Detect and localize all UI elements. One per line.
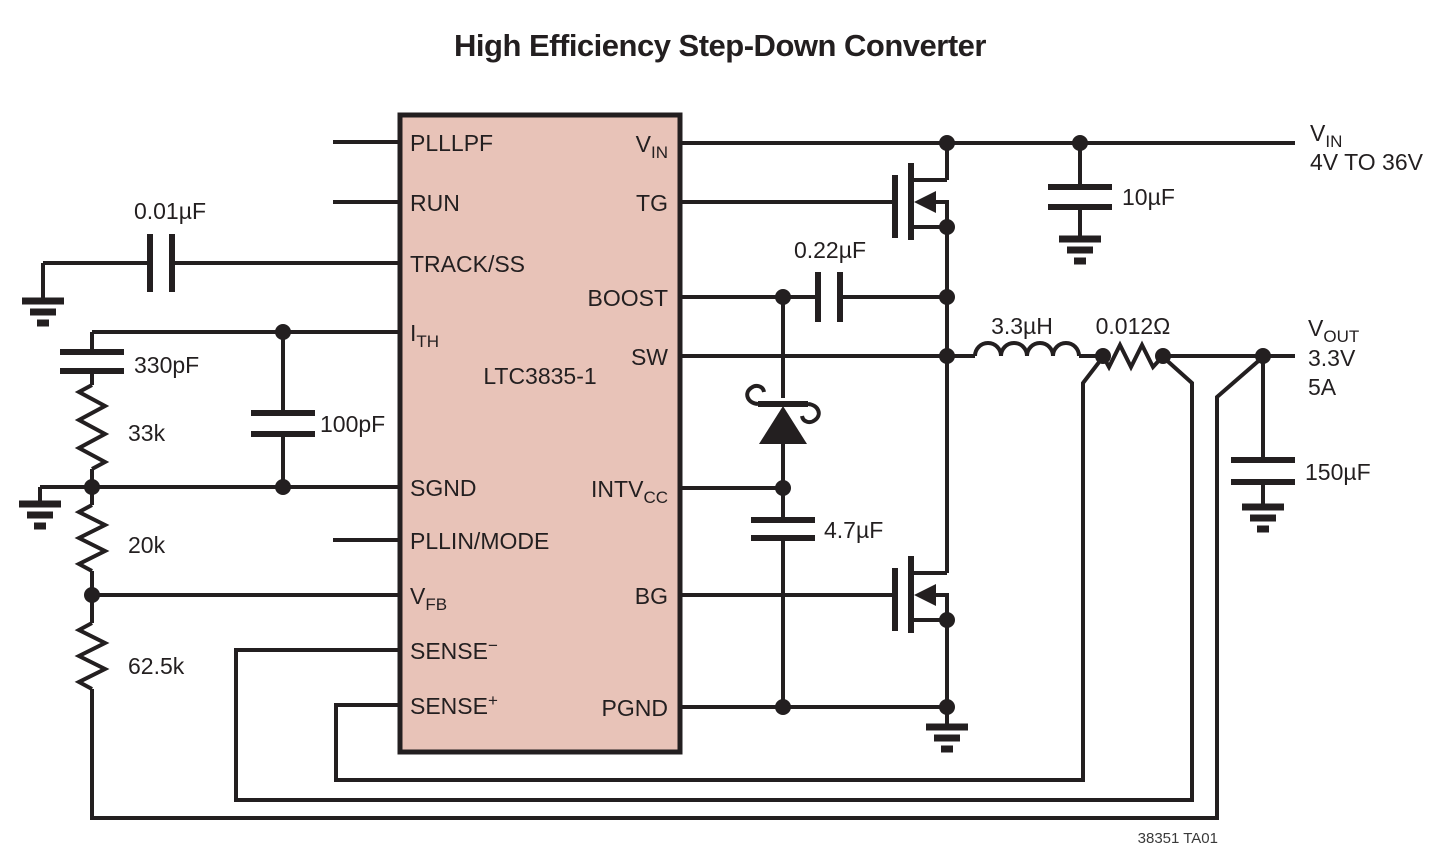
top-mosfet [892,163,936,240]
schottky-diode [745,383,821,444]
wire-sense-plus-route [334,355,1105,782]
pin-label-pllin-mode: PLLIN/MODE [410,528,549,554]
label-out-cap: 150µF [1305,459,1371,485]
ic-body [397,112,683,755]
label-fb-res-upper: 62.5k [128,653,185,679]
ic-part-number: LTC3835-1 [483,363,596,389]
pin-label-ith: ITH [410,320,439,351]
page-title: High Efficiency Step-Down Converter [454,28,986,63]
trackss-capacitor [147,234,175,292]
ground-vin-cap [1059,235,1101,265]
pin-label-bg: BG [635,583,668,609]
svg-text:3.3V: 3.3V [1308,345,1356,371]
wire-pgnd [680,705,949,725]
component-symbols [19,163,1295,753]
label-trackss-cap: 0.01µF [134,198,206,224]
pin-label-track-ss: TRACK/SS [410,251,525,277]
label-ith-cap2: 100pF [320,411,385,437]
svg-text:VOUT: VOUT [1308,315,1359,346]
svg-text:5A: 5A [1308,374,1337,400]
wire-q2-leads [911,356,949,707]
bottom-mosfet [892,556,936,633]
intvcc-capacitor [751,517,815,541]
label-vin-cap: 10µF [1122,184,1175,210]
out-capacitor [1231,457,1295,485]
pin-label-sense-minus: SENSE− [410,636,498,664]
pin-label-vin: VIN [636,131,668,162]
pin-label-intvcc: INTVCC [591,476,668,507]
ground-pgnd [926,723,968,753]
label-inductor: 3.3µH [991,313,1053,339]
junction-dots [84,135,1271,715]
figure-number: 38351 TA01 [1138,830,1218,847]
label-sense-res: 0.012Ω [1096,313,1171,339]
vin-capacitor [1048,184,1112,210]
label-ith-cap: 330pF [134,352,199,378]
label-ith-res: 33k [128,420,166,446]
pin-label-pgnd: PGND [602,695,668,721]
pin-label-tg: TG [636,190,668,216]
sense-resistor [1101,340,1165,372]
pin-label-run: RUN [410,190,460,216]
ground-out-cap [1242,503,1284,533]
ground-sgnd [19,500,61,530]
pin-label-sw: SW [631,344,668,370]
wire-sense-minus-route [234,355,1194,802]
svg-text:VIN: VIN [1310,120,1342,151]
pin-label-vfb: VFB [410,583,447,614]
wire-trackss [41,261,400,299]
ith-capacitor-100pf [251,410,315,437]
label-boost-cap: 0.22µF [794,237,866,263]
resistor-33k [74,383,110,471]
label-fb-res-lower: 20k [128,532,166,558]
pin-label-sense-plus: SENSE+ [410,691,498,719]
wire-q1-leads [911,143,949,356]
resistor-62p5k [74,621,110,691]
vout-terminal-label: VOUT 3.3V 5A [1308,315,1359,400]
boost-capacitor [815,272,843,322]
vin-terminal-label: VIN 4V TO 36V [1310,120,1424,175]
svg-text:4V TO 36V: 4V TO 36V [1310,149,1424,175]
pin-label-sgnd: SGND [410,475,476,501]
label-intvcc-cap: 4.7µF [824,517,883,543]
pin-label-boost: BOOST [587,285,668,311]
pin-label-plllpf: PLLLPF [410,130,493,156]
ground-trackss [22,297,64,327]
ith-capacitor-330pf [60,349,124,374]
wires [38,140,1295,820]
resistor-20k [74,503,110,573]
inductor-coil [973,341,1081,357]
